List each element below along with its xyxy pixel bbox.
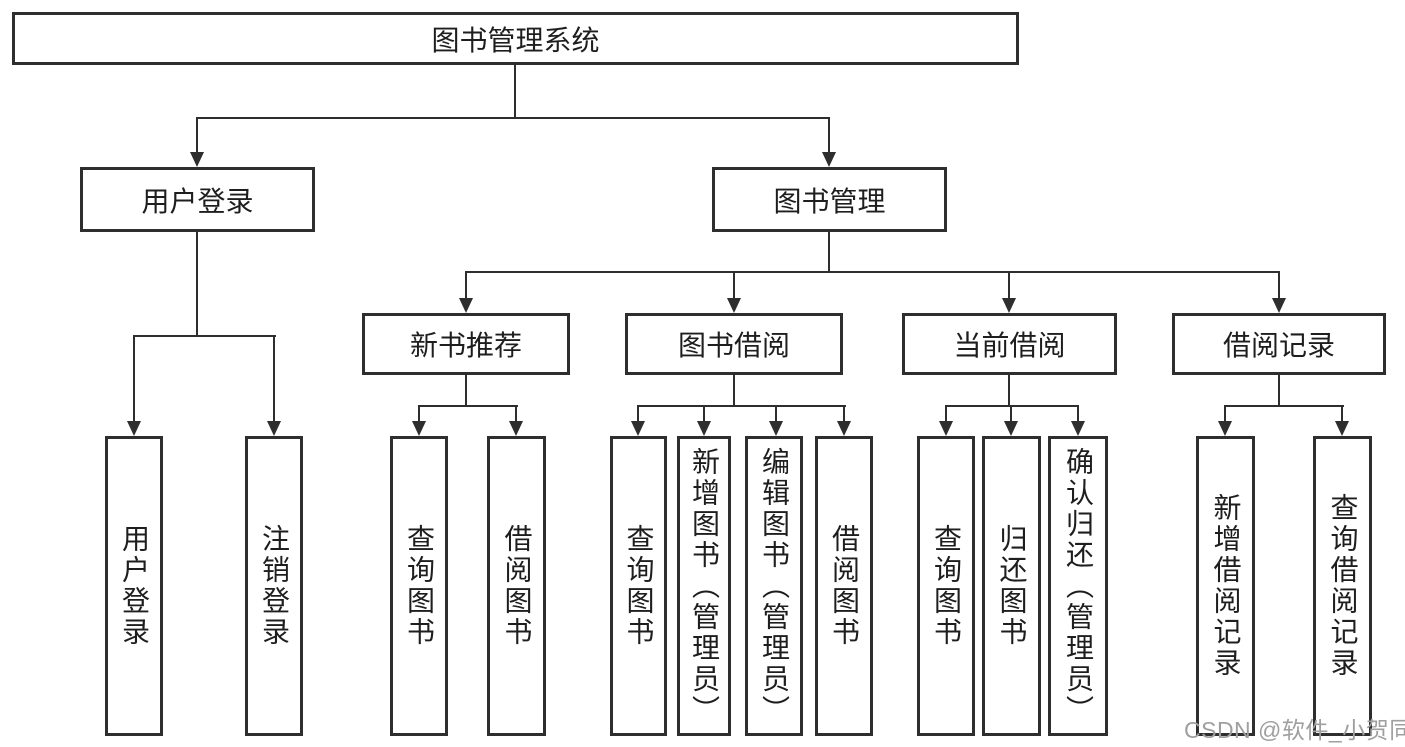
connector-arrow-down bbox=[127, 337, 141, 436]
connector-arrow-down bbox=[939, 407, 953, 436]
leaf-borrow-books-1: 借阅图书 bbox=[487, 436, 546, 736]
connector-vline bbox=[828, 232, 830, 273]
node-root: 图书管理系统 bbox=[12, 12, 1019, 65]
leaf-query-borrow-record: 查询借阅记录 bbox=[1313, 436, 1372, 736]
node-current-borrowing: 当前借阅 bbox=[902, 313, 1117, 375]
leaf-label: 借阅图书 bbox=[501, 524, 533, 648]
leaf-add-borrow-record: 新增借阅记录 bbox=[1196, 436, 1255, 736]
leaf-label: 查询借阅记录 bbox=[1327, 493, 1359, 679]
connector-vline bbox=[1278, 375, 1280, 407]
connector-arrow-down bbox=[267, 337, 281, 436]
leaf-label: 借阅图书 bbox=[829, 524, 860, 648]
connector-arrow-down bbox=[837, 407, 851, 436]
connector-arrow-down bbox=[1218, 407, 1232, 436]
node-book-borrowing: 图书借阅 bbox=[625, 313, 843, 375]
node-user-login: 用户登录 bbox=[80, 167, 315, 232]
connector-arrow-down bbox=[509, 407, 523, 436]
connector-arrow-down bbox=[412, 407, 426, 436]
connector-arrow-down bbox=[631, 407, 645, 436]
node-borrowing-records: 借阅记录 bbox=[1172, 313, 1386, 375]
leaf-label: 编辑图书（管理员） bbox=[759, 446, 790, 726]
connector-vline bbox=[514, 65, 516, 118]
leaf-query-books-1: 查询图书 bbox=[390, 436, 448, 736]
connector-arrow-down bbox=[459, 273, 473, 313]
leaf-user-login: 用户登录 bbox=[105, 436, 163, 736]
leaf-label: 新增借阅记录 bbox=[1210, 493, 1242, 679]
node-book-management: 图书管理 bbox=[712, 167, 947, 232]
leaf-query-books-2: 查询图书 bbox=[610, 436, 667, 736]
node-new-book-recommendation: 新书推荐 bbox=[362, 313, 570, 375]
connector-arrow-down bbox=[1002, 273, 1016, 313]
leaf-label: 注销登录 bbox=[259, 524, 290, 648]
leaf-borrow-books-2: 借阅图书 bbox=[815, 436, 873, 736]
leaf-label: 确认归还（管理员） bbox=[1063, 446, 1094, 726]
connector-hline bbox=[133, 335, 276, 337]
leaf-logout: 注销登录 bbox=[245, 436, 303, 736]
connector-hline bbox=[945, 405, 1079, 407]
leaf-label: 新增图书（管理员） bbox=[689, 446, 720, 726]
connector-arrow-down bbox=[697, 407, 711, 436]
connector-vline bbox=[196, 232, 198, 337]
connector-hline bbox=[196, 117, 830, 119]
connector-arrow-down bbox=[769, 407, 783, 436]
connector-vline bbox=[1008, 375, 1010, 407]
connector-hline bbox=[465, 271, 1280, 273]
leaf-label: 归还图书 bbox=[996, 524, 1028, 648]
leaf-label: 查询图书 bbox=[404, 524, 435, 648]
leaf-add-books-admin: 新增图书（管理员） bbox=[677, 436, 731, 736]
connector-arrow-down bbox=[1335, 407, 1349, 436]
connector-vline bbox=[465, 375, 467, 407]
connector-hline bbox=[418, 405, 518, 407]
connector-vline bbox=[733, 375, 735, 407]
leaf-label: 查询图书 bbox=[623, 524, 655, 648]
csdn-watermark: CSDN @软件_小贺同学 bbox=[1184, 717, 1405, 743]
connector-arrow-down bbox=[1004, 407, 1018, 436]
leaf-edit-books-admin: 编辑图书（管理员） bbox=[745, 436, 803, 736]
connector-arrow-down bbox=[727, 273, 741, 313]
leaf-confirm-return-admin: 确认归还（管理员） bbox=[1048, 436, 1108, 736]
connector-hline bbox=[637, 405, 846, 407]
connector-arrow-down bbox=[190, 119, 204, 167]
leaf-return-books: 归还图书 bbox=[982, 436, 1041, 736]
connector-arrow-down bbox=[1071, 407, 1085, 436]
leaf-query-books-3: 查询图书 bbox=[917, 436, 975, 736]
leaf-label: 查询图书 bbox=[931, 524, 962, 648]
connector-arrow-down bbox=[822, 119, 836, 167]
connector-arrow-down bbox=[1272, 273, 1286, 313]
connector-hline bbox=[1224, 405, 1344, 407]
leaf-label: 用户登录 bbox=[119, 524, 150, 648]
